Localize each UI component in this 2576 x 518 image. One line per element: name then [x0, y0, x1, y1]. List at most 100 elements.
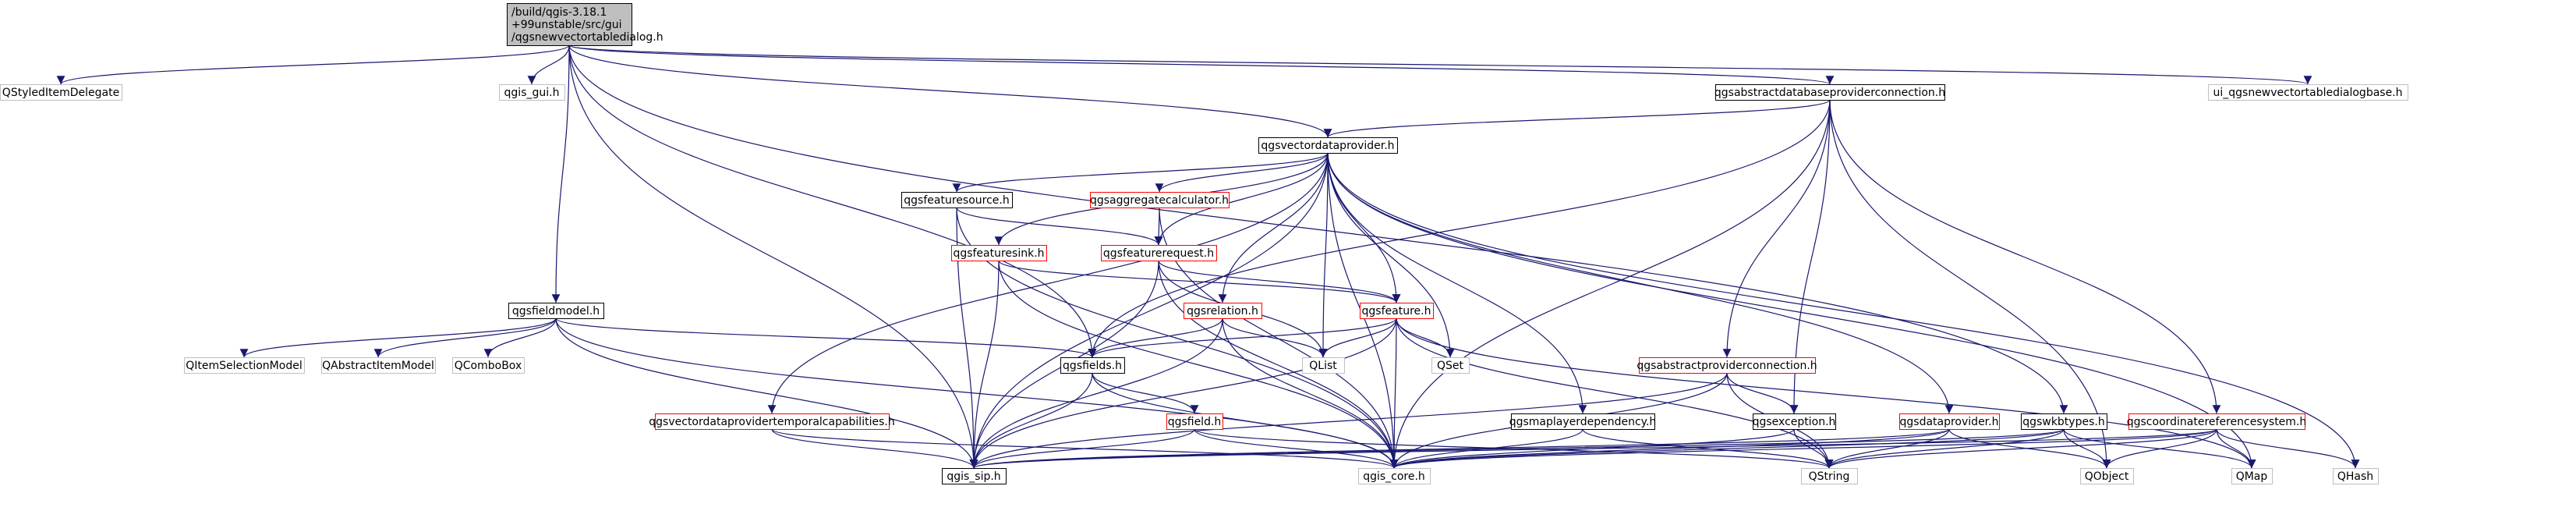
edge-qgsfeaturesink-to-qgsfeature	[998, 260, 1401, 303]
node-box-qgis_gui	[499, 84, 565, 101]
node-qgsrelation[interactable]: qgsrelation.h	[1184, 303, 1262, 319]
node-qgsfeaturerequest[interactable]: qgsfeaturerequest.h	[1101, 245, 1217, 261]
node-qgis_sip[interactable]: qgis_sip.h	[942, 468, 1007, 484]
edge-qgsfeature-to-qmap	[1396, 318, 2256, 469]
node-label-qgscoordinatereferencesystem: qgscoordinatereferencesystem.h	[2127, 416, 2307, 428]
node-box-qhash	[2333, 468, 2379, 484]
node-qgsvectordataprovidertemporalcapabilities[interactable]: qgsvectordataprovidertemporalcapabilitie…	[649, 413, 895, 430]
edge-qgsvectordataprovider-to-qgsdataprovider	[1327, 152, 1954, 414]
edge-qgscoordinatereferencesystem-to-qstring	[1824, 428, 2217, 469]
node-box-qgsdataprovider	[1899, 413, 2000, 430]
node-label-qgsvectordataprovider: qgsvectordataprovider.h	[1261, 140, 1394, 152]
edge-qgscoordinatereferencesystem-to-qgis_sip	[970, 428, 2217, 469]
node-box-qgsaggregatecalculator	[1090, 192, 1230, 208]
node-box-qgsfield	[1166, 413, 1223, 430]
edge-qgsfield-to-qgis_core	[1194, 428, 1399, 469]
node-label-qitemselectionmodel: QItemSelectionModel	[186, 360, 302, 372]
node-label-qgsrelation: qgsrelation.h	[1187, 305, 1258, 318]
node-qgsfeaturesource[interactable]: qgsfeaturesource.h	[901, 192, 1013, 208]
edge-qgsvectordataprovider-to-qgis_sip	[969, 152, 1329, 469]
edge-qgsfields-to-qgis_sip	[969, 372, 1093, 469]
node-box-qgsfeaturerequest	[1101, 245, 1217, 261]
edge-qgscoordinatereferencesystem-to-qgis_core	[1390, 428, 2217, 469]
node-box-qstring	[1801, 468, 1858, 484]
node-box-qgswkbtypes	[2021, 413, 2107, 430]
edge-qgsmaplayerdependency-to-qgis_core	[1389, 428, 1583, 469]
node-qgsfeaturesink[interactable]: qgsfeaturesink.h	[951, 245, 1047, 261]
edge-qgsfeaturesink-to-qgis_core	[998, 260, 1399, 469]
edge-qgsvectordataprovider-to-qset	[1327, 152, 1455, 358]
node-qgsmaplayerdependency[interactable]: qgsmaplayerdependency.h	[1509, 413, 1657, 430]
node-qgsaggregatecalculator[interactable]: qgsaggregatecalculator.h	[1090, 192, 1230, 208]
edge-qgsfieldmodel-to-qgis_sip	[555, 318, 978, 469]
node-box-qcombobox	[452, 357, 525, 374]
edge-root-to-qstyleditemdelegate	[56, 44, 570, 85]
node-qgsabstractproviderconnection[interactable]: qgsabstractproviderconnection.h	[1637, 357, 1817, 374]
node-box-qitemselectionmodel	[184, 357, 305, 374]
edge-qgsabstractdatabaseproviderconnection-to-qgscoordinatereferencesystem	[1829, 99, 2221, 414]
node-qabstractitemmodel: QAbstractItemModel	[321, 357, 436, 374]
edge-qgsvectordataprovider-to-qmap	[1327, 152, 2256, 469]
edge-qgsabstractdatabaseproviderconnection-to-qgis_core	[1389, 99, 1831, 469]
node-qgsfieldmodel[interactable]: qgsfieldmodel.h	[508, 303, 604, 319]
node-box-qgsmaplayerdependency	[1511, 413, 1655, 430]
node-label-qgsfeaturerequest: qgsfeaturerequest.h	[1103, 247, 1214, 260]
node-label-qgsabstractdatabaseproviderconnection: qgsabstractdatabaseproviderconnection.h	[1714, 87, 1945, 99]
node-box-qgsrelation	[1184, 303, 1262, 319]
node-box-qgsabstractproviderconnection	[1639, 357, 1816, 374]
node-qgsabstractdatabaseproviderconnection[interactable]: qgsabstractdatabaseproviderconnection.h	[1714, 84, 1945, 101]
node-box-qgis_sip	[942, 468, 1007, 484]
edge-qgsvectordataprovider-to-qgsfeaturerequest	[1154, 152, 1329, 246]
node-box-ui_qgsnewvectortabledialogbase	[2208, 84, 2408, 101]
node-qgsdataprovider[interactable]: qgsdataprovider.h	[1899, 413, 2000, 430]
edge-qgswkbtypes-to-qmap	[2063, 428, 2256, 469]
node-label-qmap: QMap	[2236, 470, 2268, 483]
node-box-qset	[1431, 357, 1470, 374]
node-label-qgsfeaturesink: qgsfeaturesink.h	[953, 247, 1044, 260]
node-qgsfields[interactable]: qgsfields.h	[1060, 357, 1125, 374]
node-qgsfield[interactable]: qgsfield.h	[1166, 413, 1223, 430]
node-label-qgsfield: qgsfield.h	[1168, 416, 1222, 428]
edge-qgsfeaturesource-to-qgsfeaturerequest	[956, 207, 1163, 246]
node-qgsfeature[interactable]: qgsfeature.h	[1360, 303, 1434, 319]
edge-root-to-qgis_sip	[568, 44, 978, 469]
node-root[interactable]: /build/qgis-3.18.1+99unstable/src/gui/qg…	[507, 3, 663, 46]
node-qset: QSet	[1431, 357, 1470, 374]
edge-qgsrelation-to-qgis_sip	[969, 318, 1223, 469]
node-qgsvectordataprovider[interactable]: qgsvectordataprovider.h	[1258, 137, 1398, 154]
node-qitemselectionmodel: QItemSelectionModel	[184, 357, 305, 374]
edge-qgsvectordataprovider-to-qgsmaplayerdependency	[1327, 152, 1587, 414]
node-qgsexception[interactable]: qgsexception.h	[1753, 413, 1836, 430]
node-label-qgsmaplayerdependency: qgsmaplayerdependency.h	[1509, 416, 1657, 428]
edge-qgsfeaturerequest-to-qgsfeature	[1158, 260, 1401, 303]
edge-qgsvectordataprovider-to-qgsfeature	[1327, 152, 1401, 303]
node-qgis_core: qgis_core.h	[1358, 468, 1431, 484]
node-label-qset: QSet	[1437, 360, 1464, 372]
node-qgis_gui: qgis_gui.h	[499, 84, 565, 101]
edge-root-to-qgswkbtypes	[568, 44, 2068, 414]
node-label-qgsvectordataprovidertemporalcapabilities: qgsvectordataprovidertemporalcapabilitie…	[649, 416, 894, 428]
node-label-qgsfieldmodel: qgsfieldmodel.h	[512, 305, 600, 318]
edge-qgsvectordataprovider-to-qlist	[1318, 152, 1329, 358]
node-box-qobject	[2080, 468, 2134, 484]
edge-qgsvectordataprovider-to-qgsrelation	[1218, 152, 1329, 303]
edge-qgsfieldmodel-to-qabstractitemmodel	[373, 318, 557, 358]
edge-qgsfeature-to-qset	[1396, 318, 1455, 358]
edge-qgscoordinatereferencesystem-to-qobject	[2102, 428, 2217, 469]
node-label-qgsdataprovider: qgsdataprovider.h	[1900, 416, 1999, 428]
edge-qgsfieldmodel-to-qcombobox	[483, 318, 557, 358]
node-qobject: QObject	[2080, 468, 2134, 484]
edge-qgsabstractdatabaseproviderconnection-to-qobject	[1829, 99, 2111, 469]
edge-qgswkbtypes-to-qgis_core	[1389, 428, 2065, 469]
node-qgscoordinatereferencesystem[interactable]: qgscoordinatereferencesystem.h	[2127, 413, 2307, 430]
node-qstyleditemdelegate: QStyledItemDelegate	[0, 84, 122, 101]
edge-root-to-qgis_gui	[527, 44, 570, 85]
edge-qgscoordinatereferencesystem-to-qhash	[2216, 428, 2360, 469]
node-box-qgsfeaturesink	[951, 245, 1047, 261]
node-label-qlist: QList	[1309, 360, 1337, 372]
node-qgswkbtypes[interactable]: qgswkbtypes.h	[2021, 413, 2107, 430]
edge-qgsvectordataprovider-to-qhash	[1327, 152, 2360, 469]
node-label-qgis_core: qgis_core.h	[1363, 470, 1425, 483]
node-label-root: +99unstable/src/gui	[511, 19, 622, 31]
